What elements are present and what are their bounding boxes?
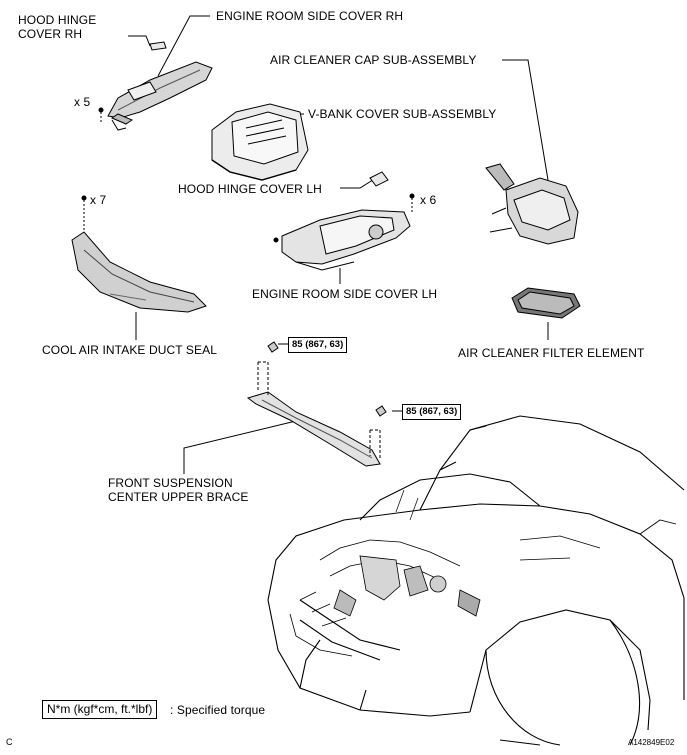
leader-hood-hinge-lh — [340, 177, 377, 189]
label-engine-room-side-cover-lh: ENGINE ROOM SIDE COVER LH — [252, 287, 438, 301]
air-cleaner-filter-part — [511, 287, 581, 319]
label-air-cleaner-filter-element: AIR CLEANER FILTER ELEMENT — [458, 346, 645, 360]
label-front-suspension-brace: FRONT SUSPENSION CENTER UPPER BRACE — [108, 476, 249, 504]
legend-torque-box: N*m (kgf*cm, ft.*lbf) — [42, 700, 158, 719]
label-air-cleaner-cap: AIR CLEANER CAP SUB-ASSEMBLY — [270, 53, 477, 67]
label-cool-air-intake-duct-seal: COOL AIR INTAKE DUCT SEAL — [42, 343, 217, 357]
footer-section-letter: C — [6, 737, 13, 747]
v-bank-cover-part — [211, 103, 309, 181]
air-cleaner-cap-part — [485, 163, 579, 245]
hood-hinge-cover-rh-part — [149, 41, 167, 51]
leader-air-cleaner-cap — [502, 59, 549, 181]
quantity-x5: x 5 — [74, 95, 91, 109]
legend-torque-text: : Specified torque — [170, 703, 266, 717]
label-hood-hinge-cover-rh-line1: HOOD HINGE — [18, 13, 97, 27]
cool-air-intake-duct-seal-part — [71, 195, 207, 313]
leader-hood-hinge-rh — [128, 35, 151, 47]
vehicle-illustration — [267, 415, 685, 746]
label-v-bank-cover: V-BANK COVER SUB-ASSEMBLY — [308, 107, 497, 121]
torque-spec-upper: 85 (867, 63) — [288, 337, 348, 353]
label-front-suspension-brace-line2: CENTER UPPER BRACE — [108, 490, 249, 504]
torque-spec-lower: 85 (867, 63) — [402, 404, 462, 420]
label-hood-hinge-cover-rh-line2: COVER RH — [18, 27, 83, 41]
label-engine-room-side-cover-rh: ENGINE ROOM SIDE COVER RH — [216, 9, 404, 23]
footer-figure-code: A142849E02 — [628, 738, 675, 747]
front-suspension-brace-part — [246, 341, 387, 467]
engine-room-side-cover-rh-part — [98, 61, 213, 131]
leader-brace — [183, 419, 301, 474]
label-hood-hinge-cover-lh: HOOD HINGE COVER LH — [178, 182, 322, 196]
label-front-suspension-brace-line1: FRONT SUSPENSION — [108, 476, 233, 490]
label-hood-hinge-cover-rh: HOOD HINGE COVER RH — [18, 13, 96, 41]
hood-hinge-cover-lh-part — [369, 171, 389, 187]
leader-engine-cover-rh — [157, 15, 210, 77]
quantity-x6: x 6 — [420, 193, 437, 207]
engine-room-side-cover-lh-part — [273, 193, 415, 271]
quantity-x7: x 7 — [90, 193, 107, 207]
